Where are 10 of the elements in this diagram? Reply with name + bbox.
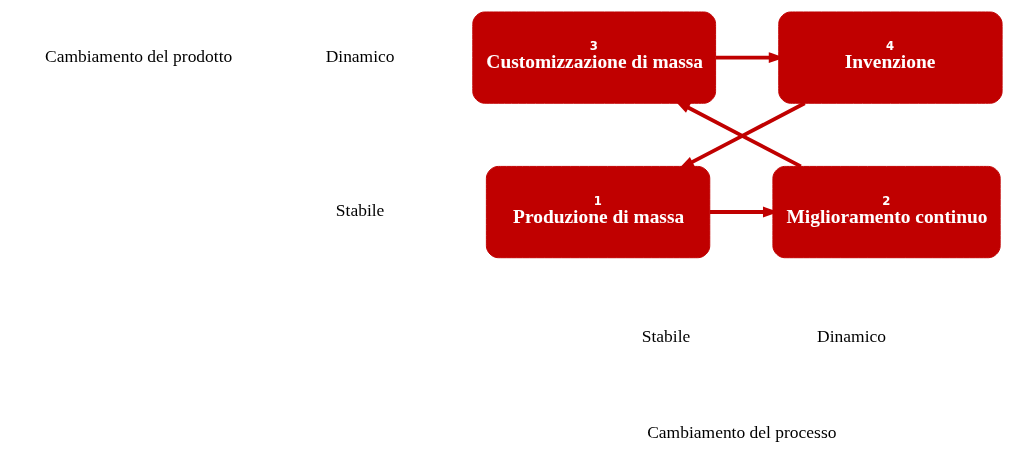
- node-box: 2 Miglioramento continuo: [772, 165, 1001, 259]
- label: Dinamico: [817, 325, 887, 346]
- node-box: 3 Customizzazione di massa: [472, 11, 717, 104]
- node-box: 4 Invenzione: [778, 11, 1003, 104]
- label: Stabile: [641, 325, 691, 346]
- label: Dinamico: [325, 45, 395, 66]
- label: Cambiamento del prodotto: [45, 45, 233, 66]
- label: Cambiamento del processo: [647, 421, 837, 442]
- label: Stabile: [335, 200, 385, 221]
- node-box: 1 Produzione di massa: [485, 165, 711, 259]
